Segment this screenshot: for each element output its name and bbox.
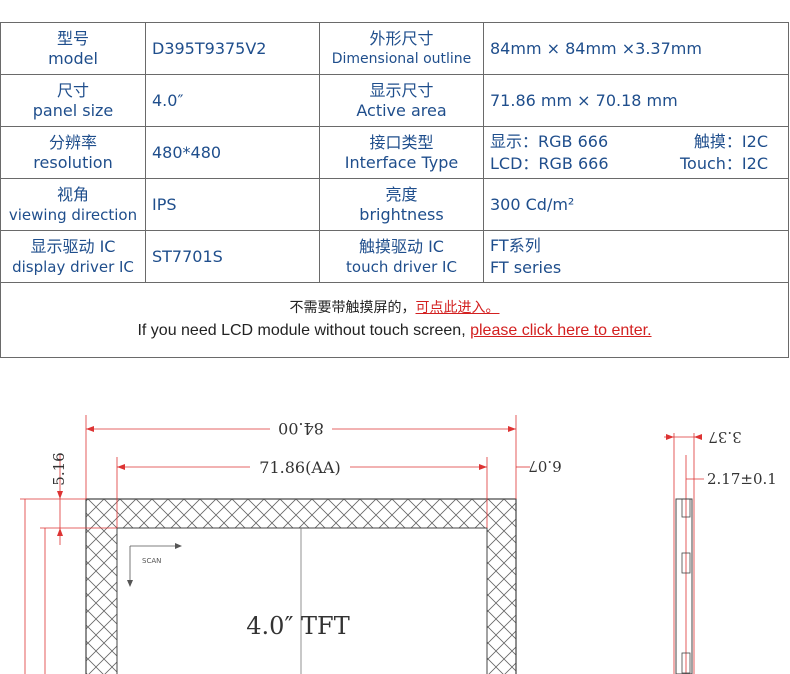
active-area-value: 71.86 mm × 70.18 mm [483,74,789,127]
display-driver-value: ST7701S [145,230,320,283]
zh-link[interactable]: 可点此进入。 [415,299,500,315]
dim-thickness-label: 3.37 [708,428,741,446]
en-link[interactable]: please click here to enter. [470,322,652,339]
dim-right-label: 6.07 [528,457,561,475]
side-profile [675,498,693,674]
no-touch-note: 不需要带触摸屏的，可点此进入。 If you need LCD module w… [0,282,789,358]
dim-glass-label: 2.17±0.1 [707,470,777,488]
dim-aa-label: 71.86(AA) [259,458,340,477]
dimension-drawing: 84.00 71.86(AA) 6.07 5.16 SCAN 4.0″ TFT … [20,415,777,674]
brightness-value: 300 Cd/m² [483,178,789,231]
dim-left-label: 5.16 [50,452,68,485]
viewing-direction-value: IPS [145,178,320,231]
dim-width-label: 84.00 [278,419,324,438]
resolution-value: 480*480 [145,126,320,179]
active-area [116,527,488,674]
scan-label: SCAN [142,557,161,565]
panel-size-value: 4.0″ [145,74,320,127]
screen-label: 4.0″ TFT [246,612,349,640]
model-value: D395T9375V2 [145,22,320,75]
outline-value: 84mm × 84mm ×3.37mm [483,22,789,75]
